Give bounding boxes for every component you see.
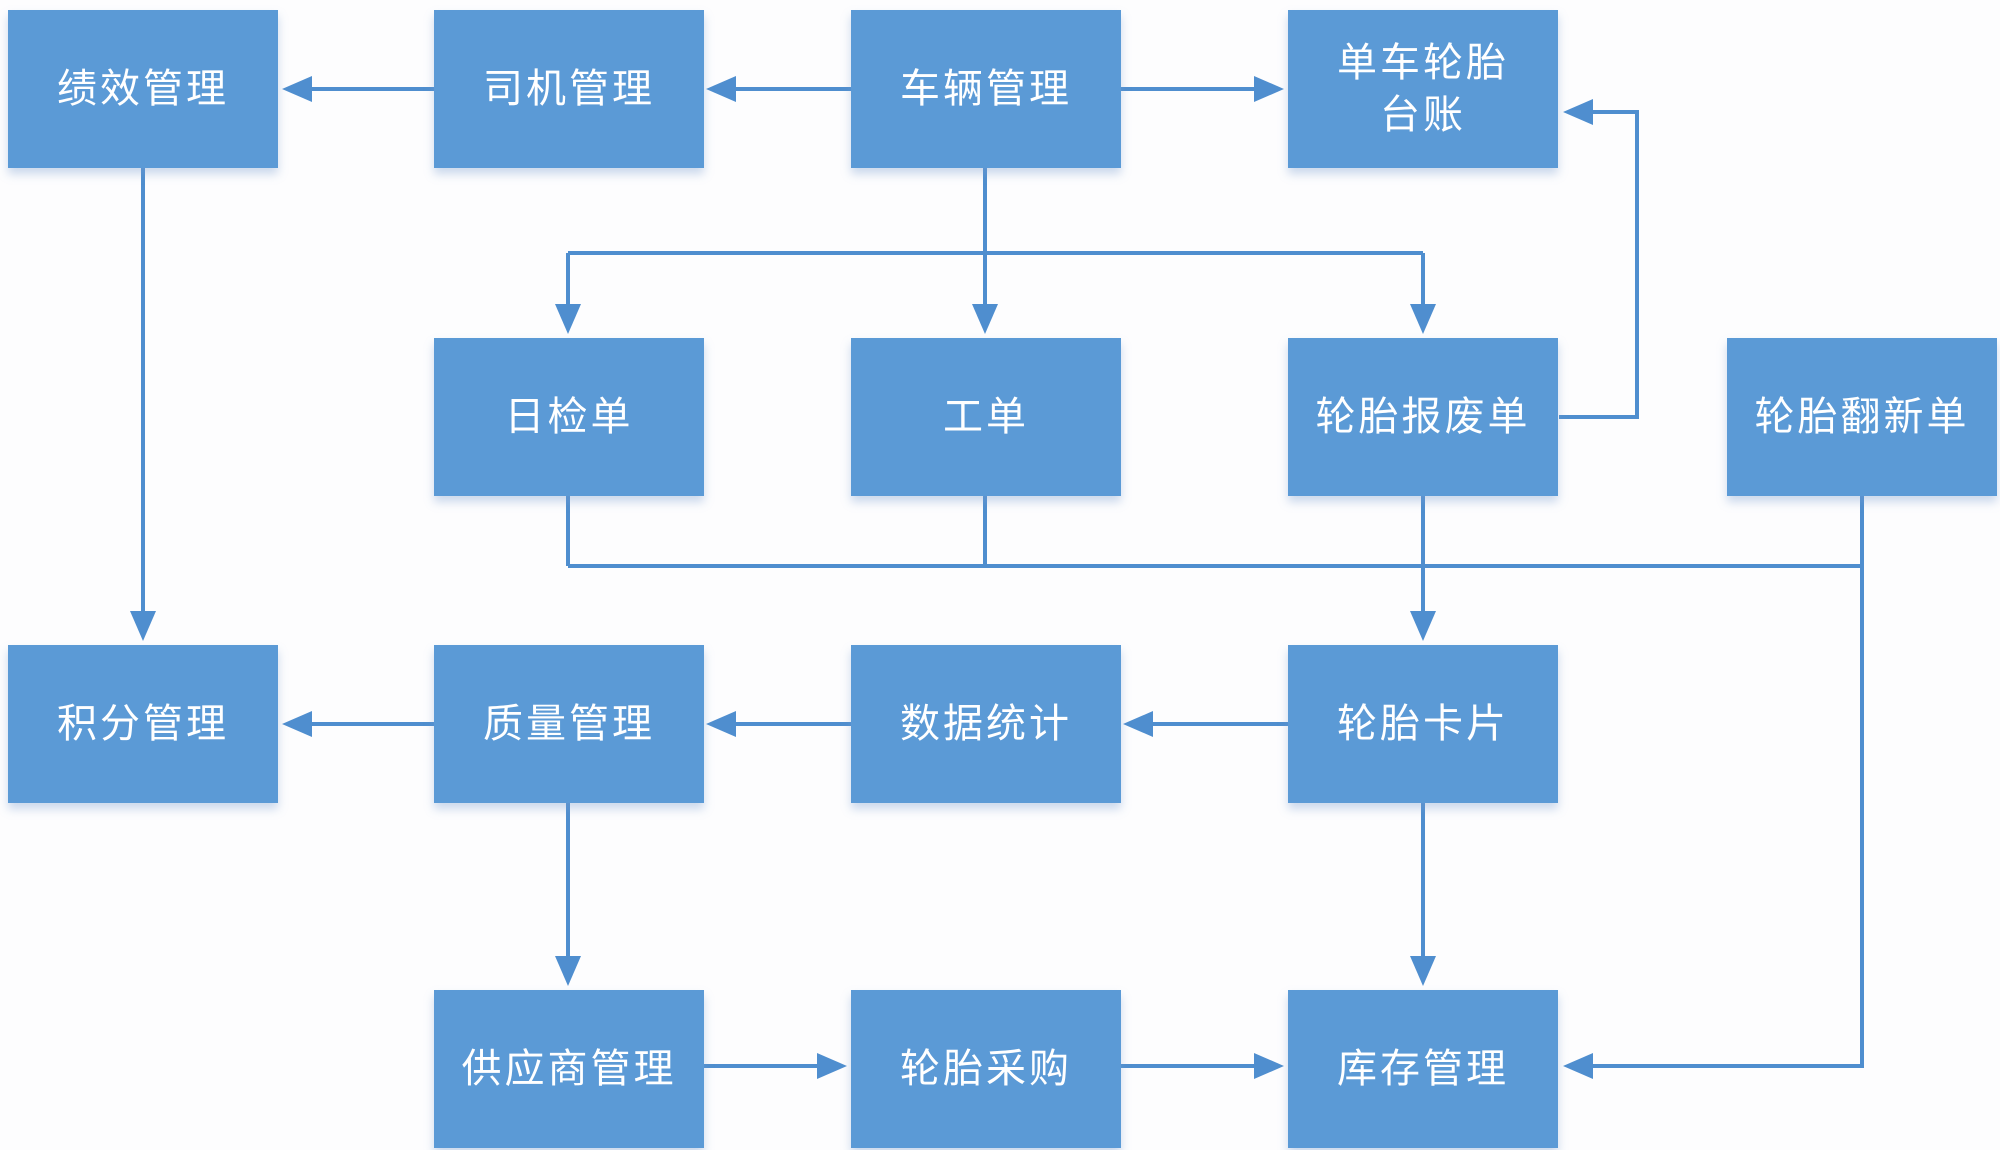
node-label: 轮胎采购 (900, 1047, 1072, 1091)
node-tire-card: 轮胎卡片 (1288, 645, 1558, 803)
node-label: 工单 (943, 395, 1029, 439)
node-label: 轮胎报废单 (1315, 395, 1531, 439)
node-label: 绩效管理 (57, 67, 229, 111)
edge-driver-to-performance-arrowhead (282, 76, 312, 102)
node-label: 轮胎翻新单 (1754, 395, 1970, 439)
edge-quality-to-supplier-arrowhead (555, 956, 581, 986)
node-label: 单车轮胎台账 (1337, 41, 1509, 137)
edge-purchase-to-inventory-arrowhead (1254, 1053, 1284, 1079)
node-label: 供应商管理 (461, 1047, 677, 1091)
edge-vehicle-to-scrap-order-arrowhead (1410, 304, 1436, 334)
edge-tire-card-to-stats-arrowhead (1123, 711, 1153, 737)
edge-vehicle-to-daily-check-arrowhead (555, 304, 581, 334)
node-label: 司机管理 (483, 67, 655, 111)
node-purchase: 轮胎采购 (851, 990, 1121, 1148)
edge-scrap-order-to-ledger (1559, 110, 1639, 419)
edge-vehicle-to-work-order-arrowhead (972, 304, 998, 334)
edge-scrap-order-to-tire-card-arrowhead (1410, 611, 1436, 641)
node-stats: 数据统计 (851, 645, 1121, 803)
node-work-order: 工单 (851, 338, 1121, 496)
node-ledger: 单车轮胎台账 (1288, 10, 1558, 168)
node-performance: 绩效管理 (8, 10, 278, 168)
node-driver: 司机管理 (434, 10, 704, 168)
edge-scrap-order-to-ledger-arrowhead (1563, 99, 1593, 125)
edge-performance-to-points-arrowhead (130, 611, 156, 641)
node-label: 质量管理 (483, 702, 655, 746)
node-label: 库存管理 (1337, 1047, 1509, 1091)
node-label: 日检单 (504, 395, 634, 439)
node-retread-order: 轮胎翻新单 (1727, 338, 1997, 496)
edge-stats-to-quality-arrowhead (706, 711, 736, 737)
edge-supplier-to-purchase-arrowhead (817, 1053, 847, 1079)
edge-retread-order-to-inventory (1585, 566, 1864, 1068)
node-label: 积分管理 (57, 702, 229, 746)
node-daily-check: 日检单 (434, 338, 704, 496)
node-vehicle: 车辆管理 (851, 10, 1121, 168)
node-label: 车辆管理 (900, 67, 1072, 111)
node-scrap-order: 轮胎报废单 (1288, 338, 1558, 496)
node-points: 积分管理 (8, 645, 278, 803)
edge-retread-order-to-inventory-arrowhead (1563, 1053, 1593, 1079)
edge-vehicle-to-driver-arrowhead (706, 76, 736, 102)
edge-vehicle-to-ledger-arrowhead (1254, 76, 1284, 102)
node-label: 数据统计 (900, 702, 1072, 746)
node-quality: 质量管理 (434, 645, 704, 803)
node-supplier: 供应商管理 (434, 990, 704, 1148)
edge-quality-to-points-arrowhead (282, 711, 312, 737)
node-label: 轮胎卡片 (1337, 702, 1509, 746)
edge-tire-card-to-inventory-arrowhead (1410, 956, 1436, 986)
node-inventory: 库存管理 (1288, 990, 1558, 1148)
